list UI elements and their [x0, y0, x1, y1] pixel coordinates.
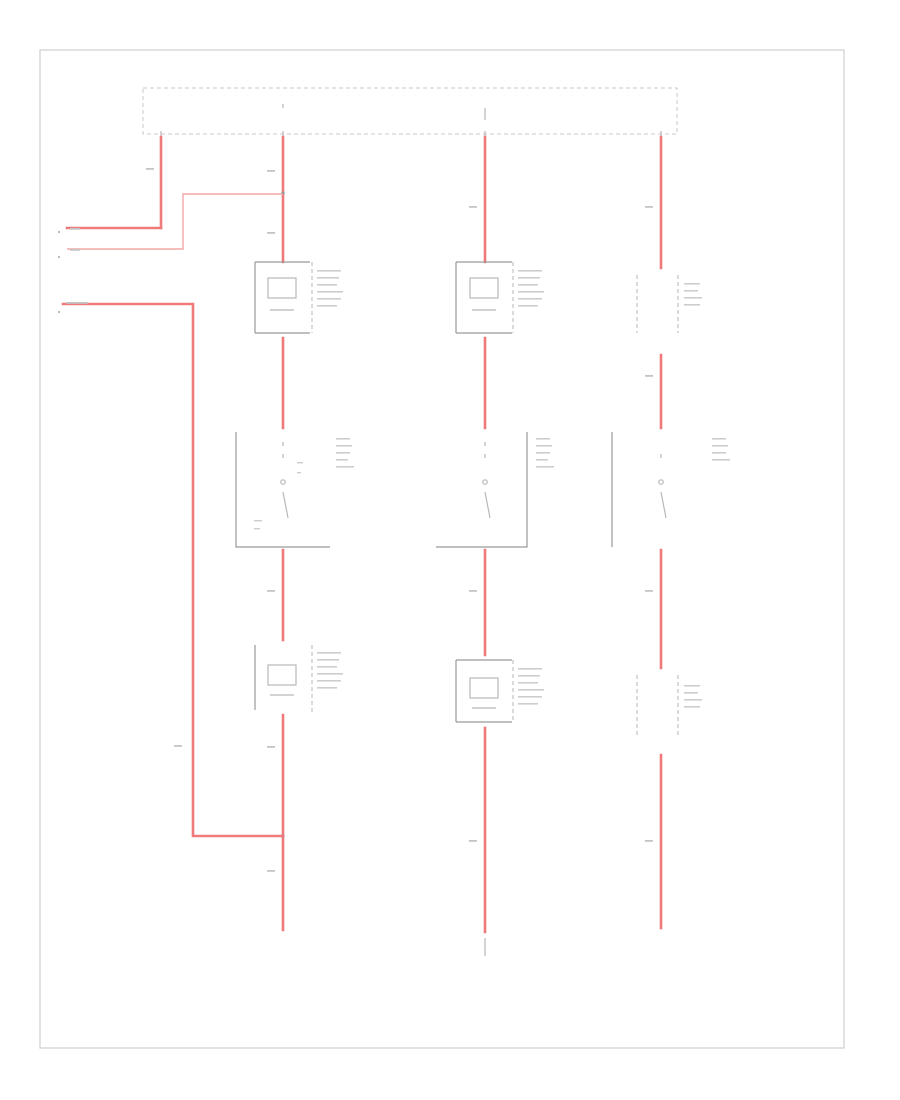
left-feed-wires [58, 135, 285, 838]
circuit-column-1 [235, 135, 354, 932]
switch-housing [235, 432, 330, 548]
module-bracket [254, 261, 310, 334]
circuit-column-3 [611, 135, 730, 930]
circuit-column-2 [436, 135, 554, 956]
diagram-frame [39, 49, 845, 1049]
switch-3-text-lines [684, 283, 702, 306]
switch-2-text-lines [536, 438, 554, 468]
switch-4-text-lines [712, 438, 730, 461]
switch-5-text-lines [684, 685, 702, 708]
module-1-text-lines [317, 270, 343, 307]
module-body [267, 277, 297, 299]
module-2-text-lines [317, 652, 343, 689]
wire-color-marks [66, 168, 653, 872]
module-4-text-lines [518, 668, 544, 705]
switch-1-text-lines [336, 438, 354, 468]
top-connector [142, 87, 678, 135]
connector-pins [160, 104, 662, 137]
module-3-text-lines [518, 270, 544, 307]
wire-left-ground [61, 302, 285, 838]
